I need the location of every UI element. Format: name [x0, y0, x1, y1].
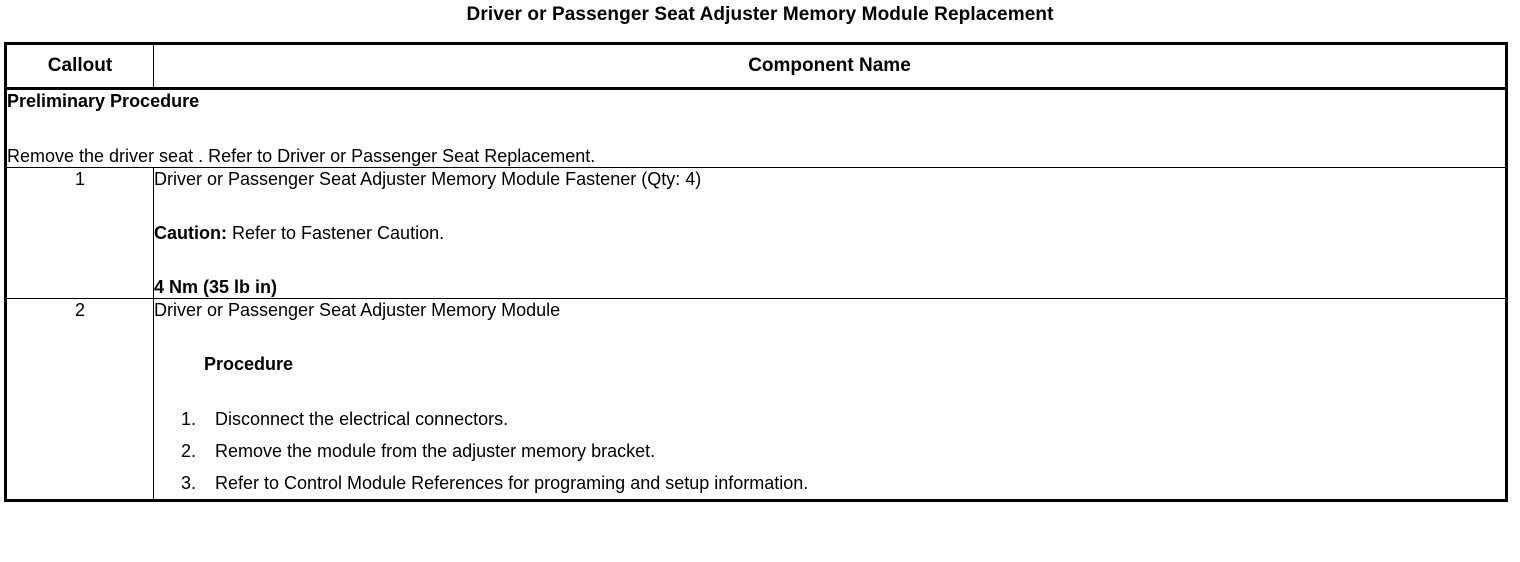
list-item: Refer to Control Module References for p… [201, 467, 1505, 499]
caution-label: Caution: [154, 223, 227, 243]
procedure-step-list: Disconnect the electrical connectors. Re… [154, 403, 1505, 499]
list-item: Remove the module from the adjuster memo… [201, 435, 1505, 467]
preliminary-procedure-text: Remove the driver seat . Refer to Driver… [7, 146, 596, 166]
table-header-row: Callout Component Name [5, 43, 1507, 90]
procedure-heading: Procedure [204, 354, 294, 374]
column-header-component-name: Component Name [153, 43, 1507, 90]
table-row: 2 Driver or Passenger Seat Adjuster Memo… [5, 298, 1507, 501]
preliminary-procedure-row: Preliminary Procedure Remove the driver … [5, 88, 1507, 168]
column-header-callout: Callout [5, 43, 154, 90]
component-cell-1: Driver or Passenger Seat Adjuster Memory… [153, 167, 1507, 299]
component-parts-table: Callout Component Name Preliminary Proce… [4, 42, 1508, 502]
component-name-1: Driver or Passenger Seat Adjuster Memory… [154, 169, 702, 189]
callout-number-1: 1 [5, 167, 154, 299]
list-item: Disconnect the electrical connectors. [201, 403, 1505, 435]
torque-spec-1: 4 Nm (35 lb in) [154, 277, 278, 297]
preliminary-procedure-cell: Preliminary Procedure Remove the driver … [5, 88, 1507, 168]
component-name-2: Driver or Passenger Seat Adjuster Memory… [154, 300, 561, 320]
preliminary-procedure-heading: Preliminary Procedure [7, 91, 200, 111]
caution-note-1: Caution: Refer to Fastener Caution. [154, 222, 1505, 244]
callout-number-2: 2 [5, 298, 154, 501]
caution-text: Refer to Fastener Caution. [226, 223, 445, 243]
table-row: 1 Driver or Passenger Seat Adjuster Memo… [5, 167, 1507, 299]
page-title: Driver or Passenger Seat Adjuster Memory… [466, 4, 1054, 25]
component-cell-2: Driver or Passenger Seat Adjuster Memory… [153, 298, 1507, 501]
